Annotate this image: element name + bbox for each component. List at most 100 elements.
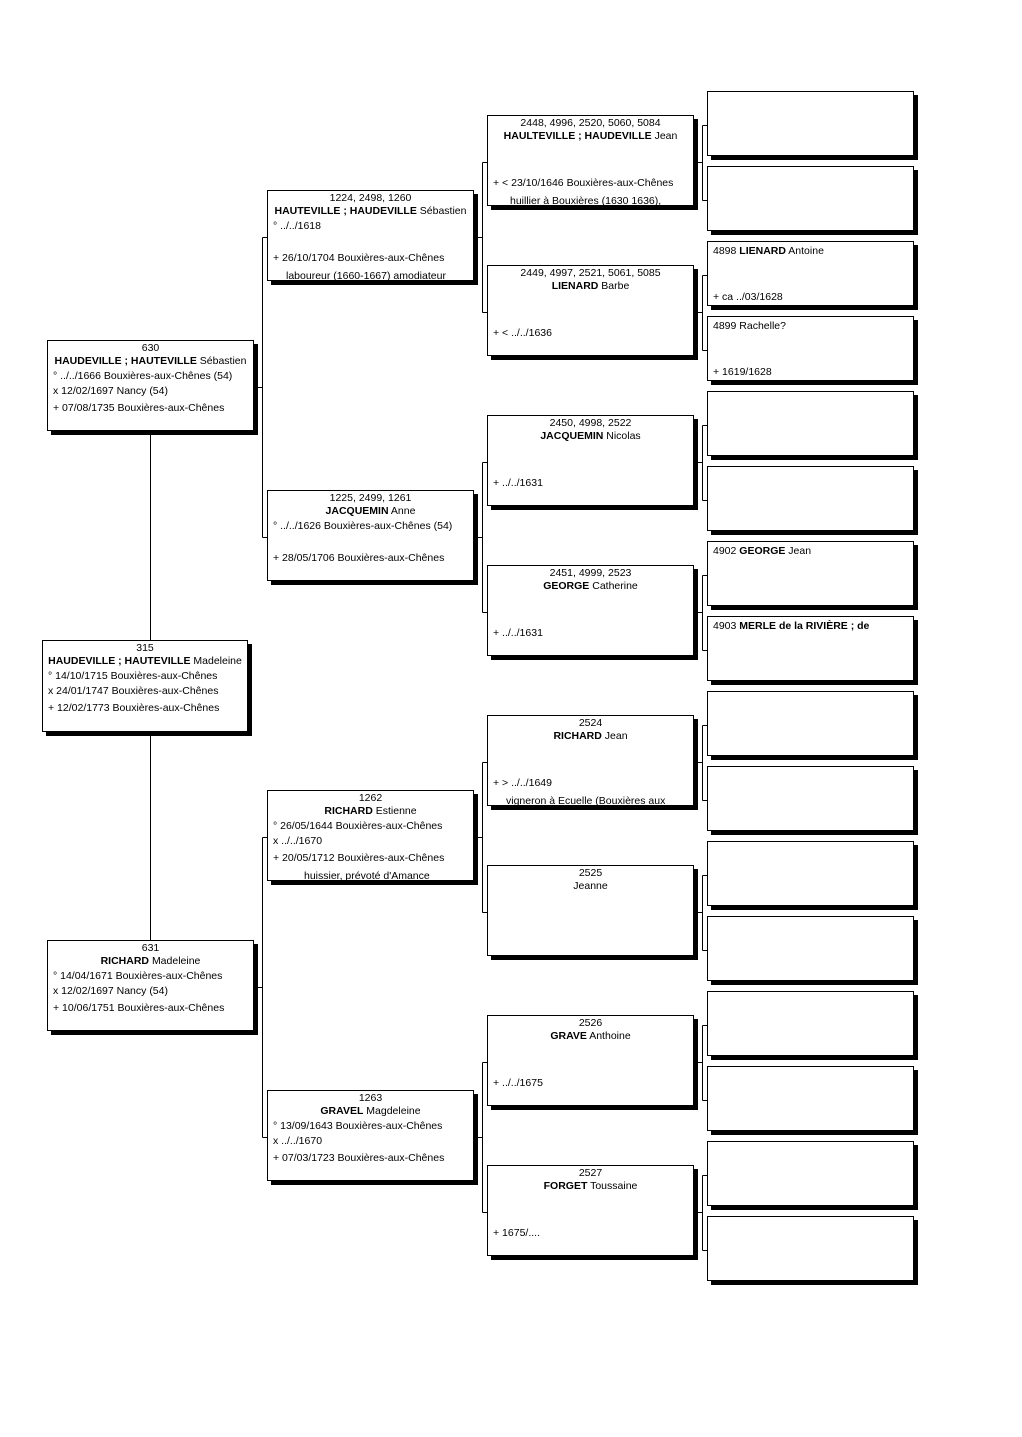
person-card-empty[interactable] bbox=[707, 691, 914, 756]
person-number: 315 bbox=[136, 642, 154, 654]
person-birth: ° ../../1626 Bouxières-aux-Chênes (54) bbox=[273, 520, 453, 532]
person-death: + 12/02/1773 Bouxières-aux-Chênes bbox=[48, 702, 220, 714]
person-name: HAUDEVILLE ; HAUTEVILLE Madeleine bbox=[43, 655, 247, 668]
person-given-name: Jeanne bbox=[573, 880, 608, 892]
person-card-4902[interactable]: 4902 GEORGE Jean bbox=[707, 541, 914, 606]
person-surname: MERLE de la RIVIÈRE ; de bbox=[739, 620, 870, 632]
person-given-name: Anthoine bbox=[589, 1030, 631, 1042]
person-card-empty[interactable] bbox=[707, 841, 914, 906]
person-card-2522[interactable]: 2450, 4998, 2522 JACQUEMIN Nicolas + ../… bbox=[487, 415, 694, 506]
person-marriage: x 24/01/1747 Bouxières-aux-Chênes bbox=[48, 685, 219, 697]
person-death: + ../../1631 bbox=[493, 627, 543, 639]
person-occupation: vigneron à Ecuelle (Bouxières aux bbox=[506, 795, 666, 806]
person-card-4903[interactable]: 4903 MERLE de la RIVIÈRE ; de bbox=[707, 616, 914, 681]
person-given-name: Magdeleine bbox=[366, 1105, 421, 1117]
person-death: + ../../1631 bbox=[493, 477, 543, 489]
person-card-empty[interactable] bbox=[707, 1066, 914, 1131]
person-given-name: Nicolas bbox=[606, 430, 641, 442]
person-card-empty[interactable] bbox=[707, 466, 914, 531]
person-name: RICHARD Jean bbox=[488, 730, 693, 743]
person-card-2520[interactable]: 2448, 4996, 2520, 5060, 5084 HAULTEVILLE… bbox=[487, 115, 694, 206]
person-card-empty[interactable] bbox=[707, 1141, 914, 1206]
person-marriage: x 12/02/1697 Nancy (54) bbox=[53, 985, 168, 997]
person-name: HAUDEVILLE ; HAUTEVILLE Sébastien bbox=[48, 355, 253, 368]
person-death: + 26/10/1704 Bouxières-aux-Chênes bbox=[273, 252, 445, 264]
person-surname: GEORGE bbox=[739, 545, 786, 557]
person-surname: GRAVEL bbox=[320, 1105, 364, 1117]
person-marriage: x 12/02/1697 Nancy (54) bbox=[53, 385, 168, 397]
person-card-empty[interactable] bbox=[707, 991, 914, 1056]
person-number: 2449, 4997, 2521, 5061, 5085 bbox=[520, 267, 661, 279]
person-card-empty[interactable] bbox=[707, 91, 914, 156]
person-given-name: Barbe bbox=[601, 280, 630, 292]
person-number: 1224, 2498, 1260 bbox=[329, 192, 412, 204]
person-given-name: Antoine bbox=[788, 245, 824, 257]
person-number: 1263 bbox=[358, 1092, 383, 1104]
person-given-name: Jean bbox=[788, 545, 812, 557]
person-number: 4899 bbox=[713, 320, 737, 332]
person-card-2523[interactable]: 2451, 4999, 2523 GEORGE Catherine + ../.… bbox=[487, 565, 694, 656]
person-card-empty[interactable] bbox=[707, 916, 914, 981]
person-given-name: Sébastien bbox=[419, 205, 467, 217]
person-occupation: huissier, prévoté d'Amance bbox=[304, 870, 430, 881]
person-name: 4902 GEORGE Jean bbox=[713, 545, 811, 558]
person-birth: ° 13/09/1643 Bouxières-aux-Chênes bbox=[273, 1120, 443, 1132]
person-number: 4902 bbox=[713, 545, 737, 557]
person-given-name: Estienne bbox=[375, 805, 417, 817]
person-name: GRAVE Anthoine bbox=[488, 1030, 693, 1043]
person-marriage: x ../../1670 bbox=[273, 1135, 323, 1147]
person-card-empty[interactable] bbox=[707, 391, 914, 456]
person-given-name: Jean bbox=[654, 130, 678, 142]
person-given-name: Jean bbox=[604, 730, 628, 742]
person-surname: RICHARD bbox=[553, 730, 602, 742]
person-death: + > ../../1649 bbox=[493, 777, 552, 789]
person-surname: FORGET bbox=[543, 1180, 588, 1192]
person-surname: JACQUEMIN bbox=[325, 505, 389, 517]
person-card-4899[interactable]: 4899 Rachelle? + 1619/1628 bbox=[707, 316, 914, 381]
person-card-315[interactable]: 315 HAUDEVILLE ; HAUTEVILLE Madeleine ° … bbox=[42, 640, 248, 732]
person-surname: RICHARD bbox=[324, 805, 373, 817]
person-name: RICHARD Estienne bbox=[268, 805, 473, 818]
person-surname: HAUTEVILLE ; HAUDEVILLE bbox=[274, 205, 417, 217]
person-number: 4898 bbox=[713, 245, 737, 257]
person-card-2527[interactable]: 2527 FORGET Toussaine + 1675/.... bbox=[487, 1165, 694, 1256]
person-card-empty[interactable] bbox=[707, 766, 914, 831]
person-number: 2527 bbox=[578, 1167, 603, 1179]
person-death: + < ../../1636 bbox=[493, 327, 552, 339]
person-birth: ° 14/04/1671 Bouxières-aux-Chênes bbox=[53, 970, 223, 982]
person-name: FORGET Toussaine bbox=[488, 1180, 693, 1193]
person-given-name: Toussaine bbox=[590, 1180, 638, 1192]
person-surname: RICHARD bbox=[100, 955, 150, 967]
person-birth: ° 14/10/1715 Bouxières-aux-Chênes bbox=[48, 670, 218, 682]
person-occupation: huillier à Bouxières (1630 1636), bbox=[510, 195, 662, 206]
person-given-name: Sébastien bbox=[199, 355, 247, 367]
person-card-2526[interactable]: 2526 GRAVE Anthoine + ../../1675 bbox=[487, 1015, 694, 1106]
person-card-631[interactable]: 631 RICHARD Madeleine ° 14/04/1671 Bouxi… bbox=[47, 940, 254, 1031]
person-card-1260[interactable]: 1224, 2498, 1260 HAUTEVILLE ; HAUDEVILLE… bbox=[267, 190, 474, 281]
person-marriage: x ../../1670 bbox=[273, 835, 323, 847]
person-birth: ° 26/05/1644 Bouxières-aux-Chênes bbox=[273, 820, 443, 832]
person-card-2524[interactable]: 2524 RICHARD Jean + > ../../1649 vignero… bbox=[487, 715, 694, 806]
person-card-630[interactable]: 630 HAUDEVILLE ; HAUTEVILLE Sébastien ° … bbox=[47, 340, 254, 431]
person-card-empty[interactable] bbox=[707, 166, 914, 231]
person-surname: LIENARD bbox=[739, 245, 786, 257]
person-number: 2450, 4998, 2522 bbox=[549, 417, 632, 429]
person-card-1262[interactable]: 1262 RICHARD Estienne ° 26/05/1644 Bouxi… bbox=[267, 790, 474, 881]
person-number: 630 bbox=[141, 342, 160, 354]
person-card-1263[interactable]: 1263 GRAVEL Magdeleine ° 13/09/1643 Boux… bbox=[267, 1090, 474, 1181]
person-card-4898[interactable]: 4898 LIENARD Antoine + ca ../03/1628 bbox=[707, 241, 914, 306]
person-death: + 28/05/1706 Bouxières-aux-Chênes bbox=[273, 552, 445, 564]
person-number: 4903 bbox=[713, 620, 737, 632]
person-birth: ° ../../1666 Bouxières-aux-Chênes (54) bbox=[53, 370, 233, 382]
person-card-2525[interactable]: 2525 Jeanne bbox=[487, 865, 694, 956]
person-birth: ° ../../1618 bbox=[273, 220, 321, 232]
person-number: 2451, 4999, 2523 bbox=[549, 567, 632, 579]
person-death: + ca ../03/1628 bbox=[713, 291, 783, 303]
person-name: 4898 LIENARD Antoine bbox=[713, 245, 824, 258]
person-card-2521[interactable]: 2449, 4997, 2521, 5061, 5085 LIENARD Bar… bbox=[487, 265, 694, 356]
person-surname: HAUDEVILLE ; HAUTEVILLE bbox=[48, 655, 191, 667]
person-name: 4899 Rachelle? bbox=[713, 320, 786, 333]
person-given-name: Catherine bbox=[592, 580, 638, 592]
person-card-empty[interactable] bbox=[707, 1216, 914, 1281]
person-card-1261[interactable]: 1225, 2499, 1261 JACQUEMIN Anne ° ../../… bbox=[267, 490, 474, 581]
